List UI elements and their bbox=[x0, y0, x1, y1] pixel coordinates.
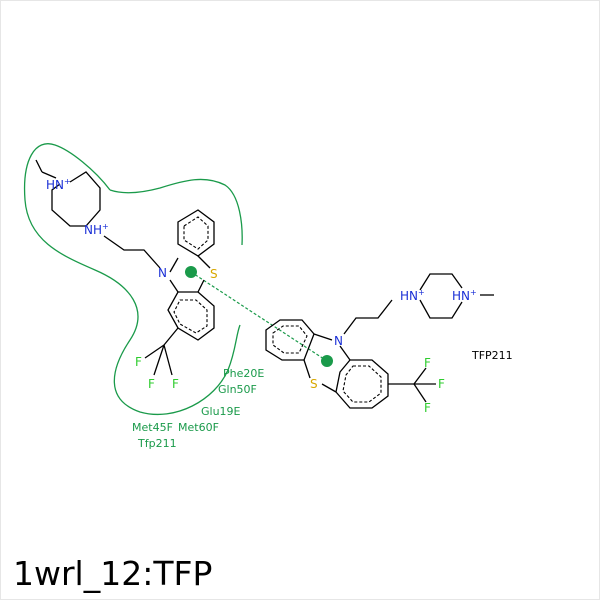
residue-label-phe20e: Phe20E bbox=[223, 367, 264, 380]
diagram-title: 1wrl_12:TFP bbox=[13, 554, 212, 593]
hydrophobic-contact-outline-top bbox=[109, 178, 243, 246]
atom-f-left-3: F bbox=[172, 377, 179, 391]
atom-f-right-3: F bbox=[424, 401, 431, 415]
ring-centroid-1 bbox=[185, 266, 197, 278]
residue-label-glu19e: Glu19E bbox=[201, 405, 241, 418]
left-molecule bbox=[35, 159, 215, 376]
atom-nh-left: NH+ bbox=[84, 222, 109, 237]
residue-label-gln50f: Gln50F bbox=[218, 383, 257, 396]
atom-f-left-1: F bbox=[135, 355, 142, 369]
residue-label-met45f: Met45F bbox=[132, 421, 173, 434]
atom-hn-left: HN+ bbox=[46, 177, 71, 192]
atom-s-right: S bbox=[310, 377, 318, 391]
residue-label-met60f: Met60F bbox=[178, 421, 219, 434]
ligand-label: TFP211 bbox=[471, 349, 513, 362]
atom-f-right-1: F bbox=[424, 356, 431, 370]
atom-hn-right-2: HN+ bbox=[452, 288, 477, 303]
hydrophobic-contact-outline bbox=[23, 143, 241, 416]
pi-stacking-line bbox=[190, 271, 328, 362]
atom-f-right-2: F bbox=[438, 377, 445, 391]
residue-label-tfp211: Tfp211 bbox=[137, 437, 177, 450]
atom-s-left: S bbox=[210, 267, 218, 281]
atom-f-left-2: F bbox=[148, 377, 155, 391]
atom-n-right: N bbox=[334, 334, 343, 348]
ring-centroid-2 bbox=[321, 355, 333, 367]
atom-n-left: N bbox=[158, 266, 167, 280]
right-molecule bbox=[265, 273, 494, 409]
atom-hn-right-1: HN+ bbox=[400, 288, 425, 303]
